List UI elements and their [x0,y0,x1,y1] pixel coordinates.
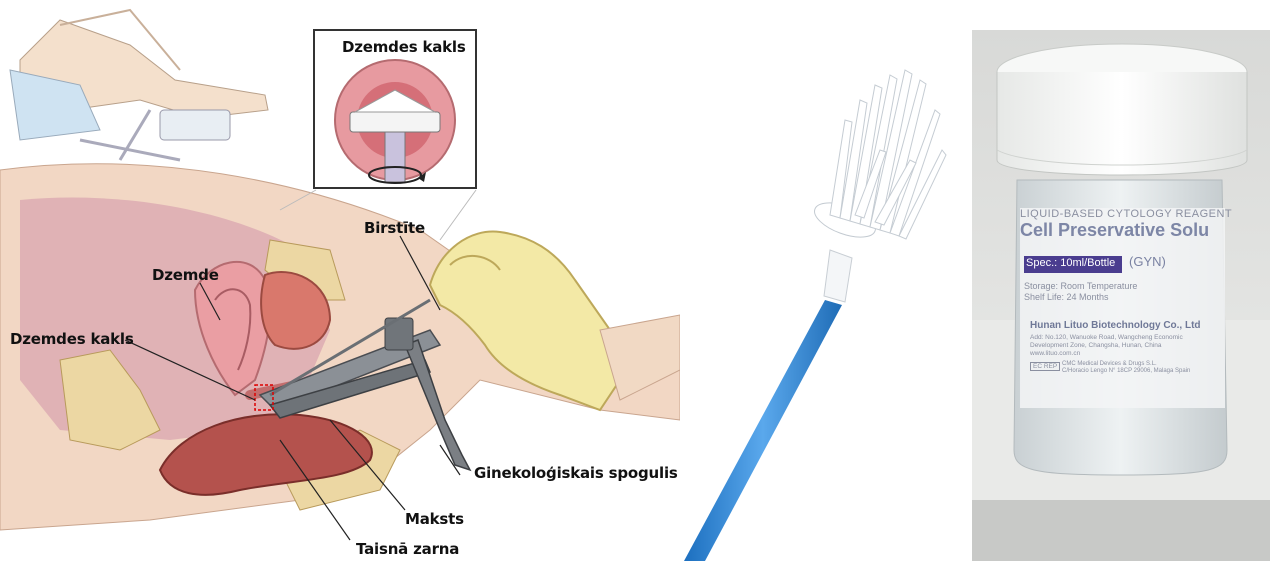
jar-line-shelf-life: Shelf Life: 24 Months [1024,292,1109,302]
jar-line-addr1: Add: No.120, Wanuoke Road, Wangcheng Eco… [1030,334,1183,341]
jar-line-gyn: (GYN) [1129,254,1166,269]
jar-line-spec: Spec.: 10ml/Bottle [1026,257,1115,269]
brush-bristles [830,70,946,239]
brush-label: Birstīte [364,219,425,237]
jar-line-rep-text2: C/Horacio Lengo N° 18CP 29006, Malaga Sp… [1062,368,1190,374]
vagina-label: Maksts [405,510,464,528]
jar-line-rep-text1: CMC Medical Devices & Drugs S.L. [1062,361,1157,367]
inset-title-label: Dzemdes kakls [342,38,466,56]
cervical-brush-photo [680,0,960,561]
uterus-label: Dzemde [152,266,219,284]
brush-handle [684,300,842,561]
speculum-label: Ginekoloģiskais spogulis [474,464,678,482]
jar-line-product: Cell Preservative Solu [1020,220,1209,241]
cervix-label: Dzemdes kakls [10,330,134,348]
jar-line-reagent: LIQUID-BASED CYTOLOGY REAGENT [1020,208,1232,220]
patient-legs-thumbnail [10,10,268,160]
jar-line-maker: Hunan Lituo Biotechnology Co., Ltd [1030,320,1201,331]
rectum-label: Taisnā zarna [356,540,459,558]
jar-line-addr2: Development Zone, Changsha, Hunan, China [1030,342,1162,349]
jar-line-rep: EC REP [1030,362,1060,371]
jar-label-text: LIQUID-BASED CYTOLOGY REAGENT Cell Prese… [1020,208,1265,408]
jar-line-web: www.lituo.com.cn [1030,350,1080,357]
jar-line-storage: Storage: Room Temperature [1024,281,1137,291]
